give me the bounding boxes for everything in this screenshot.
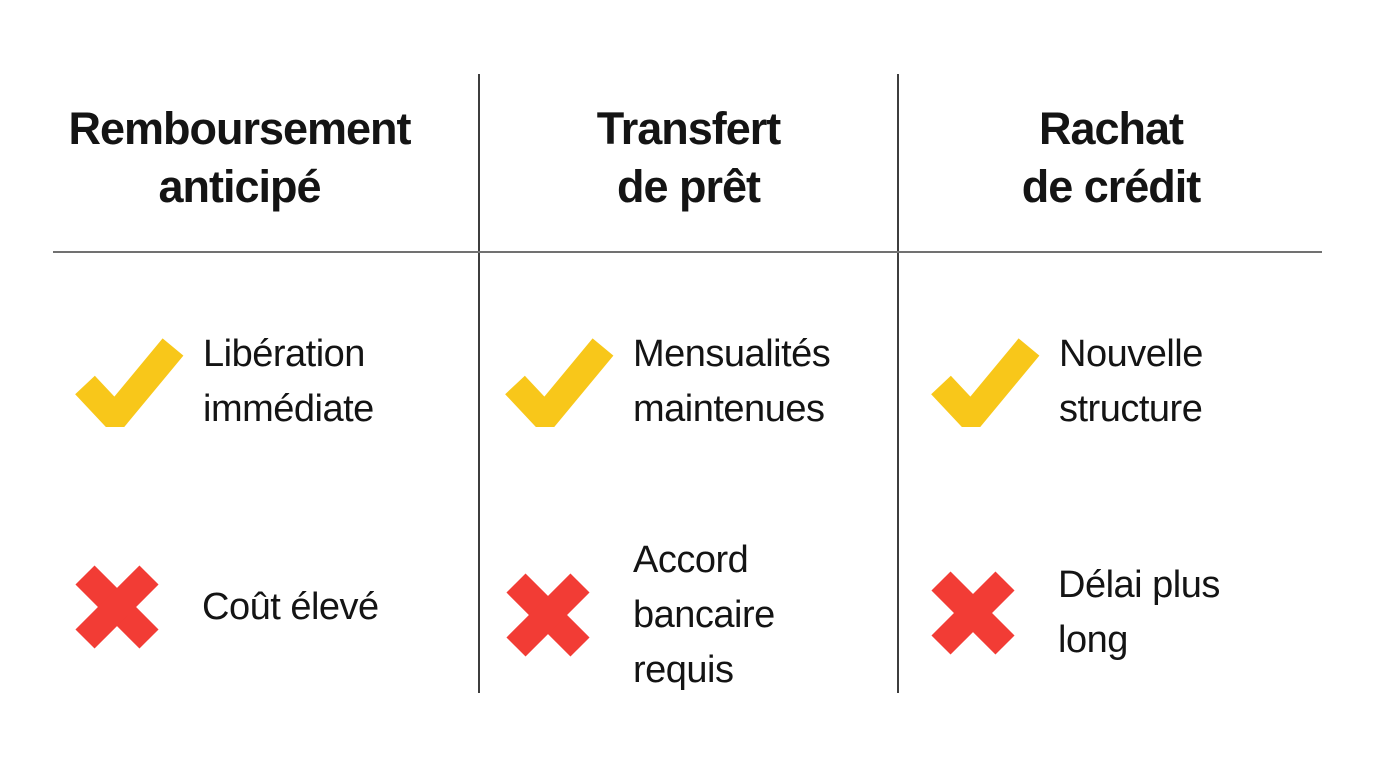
- cross-icon: [72, 562, 184, 652]
- column-header: Transfert de prêt: [596, 103, 782, 212]
- pro-row: Nouvelle structure: [929, 302, 1203, 462]
- pro-row: Mensualités maintenues: [503, 302, 831, 462]
- check-icon: [929, 337, 1041, 427]
- cross-icon: [503, 570, 615, 660]
- column-header: Remboursement anticipé: [68, 103, 411, 212]
- header-divider: [53, 251, 1322, 253]
- con-label: Délai plus long: [1058, 564, 1220, 661]
- con-label: Accord bancaire requis: [633, 538, 775, 691]
- pro-label: Nouvelle structure: [1059, 333, 1203, 430]
- con-row: Accord bancaire requis: [503, 517, 775, 713]
- pro-row: Libération immédiate: [73, 302, 374, 462]
- column-transfert-de-pret: Transfert de prêt Mensualités maintenues…: [479, 0, 898, 768]
- check-icon: [503, 337, 615, 427]
- pro-label: Libération immédiate: [203, 333, 374, 430]
- column-rachat-de-credit: Rachat de crédit Nouvelle structure Déla…: [899, 0, 1323, 768]
- column-divider-2: [897, 74, 899, 693]
- pro-label: Mensualités maintenues: [633, 333, 831, 430]
- check-icon: [73, 337, 185, 427]
- column-header: Rachat de crédit: [1021, 103, 1202, 212]
- cross-icon: [928, 568, 1040, 658]
- con-row: Délai plus long: [928, 527, 1220, 699]
- con-label: Coût élevé: [202, 585, 379, 628]
- column-divider-1: [478, 74, 480, 693]
- con-row: Coût élevé: [72, 527, 379, 687]
- column-remboursement-anticipe: Remboursement anticipé Libération immédi…: [0, 0, 479, 768]
